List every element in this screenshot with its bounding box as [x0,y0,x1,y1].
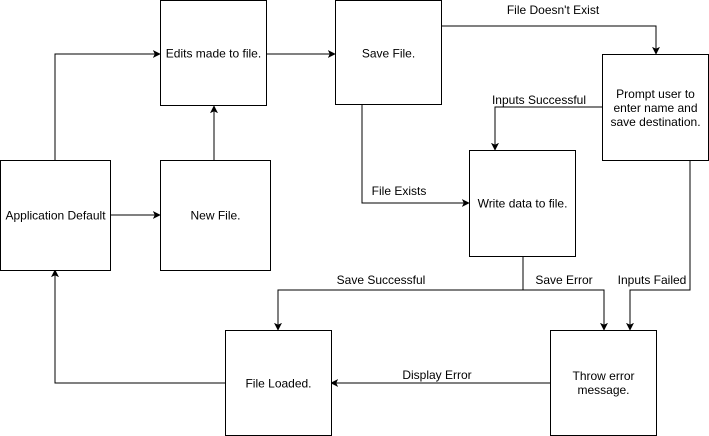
edge-label-inputs-successful: Inputs Successful [492,93,586,107]
node-label-line-3: save destination. [610,115,700,129]
node-file-loaded: File Loaded. [225,330,332,436]
node-label: Edits made to file. [166,47,261,61]
node-application-default: Application Default [0,160,111,271]
edge-prompt-user-to-write-data [491,106,602,151]
node-save-file: Save File. [335,0,442,105]
edge-label-file-exists: File Exists [372,184,427,198]
edge-save-file-to-prompt-user [441,25,660,55]
node-new-file: New File. [160,160,271,271]
node-label-line-1: Prompt user to [616,87,695,101]
node-write-data-to-file: Write data to file. [469,150,576,257]
node-label: Save File. [362,47,415,61]
edge-label-display-error: Display Error [402,368,471,382]
edge-save-file-to-write-data [361,104,470,207]
node-label: New File. [190,209,240,223]
edge-labels: File Doesn't Exist Inputs Successful Fil… [337,3,687,382]
edge-prompt-user-to-throw-error [626,160,691,331]
node-throw-error-message: Throw error message. [550,330,657,436]
node-edits-made-to-file: Edits made to file. [160,0,267,106]
edge-label-file-doesnt-exist: File Doesn't Exist [507,3,600,17]
edge-label-inputs-failed: Inputs Failed [618,273,687,287]
node-label: Application Default [5,209,106,223]
node-prompt-user: Prompt user to enter name and save desti… [602,54,709,161]
edge-label-save-successful: Save Successful [337,273,426,287]
edges [51,25,691,387]
node-label-line-2: enter name and [613,101,697,115]
edge-app-default-to-edits [54,50,161,160]
edge-label-save-error: Save Error [535,273,592,287]
edge-write-data-to-file-loaded [274,256,524,331]
edge-file-loaded-to-app-default [51,269,225,384]
edge-write-data-to-throw-error [523,289,608,331]
node-label: File Loaded. [245,377,311,391]
node-label-line-1: Throw error [572,369,634,383]
node-label: Write data to file. [478,197,568,211]
node-label-line-2: message. [577,383,629,397]
